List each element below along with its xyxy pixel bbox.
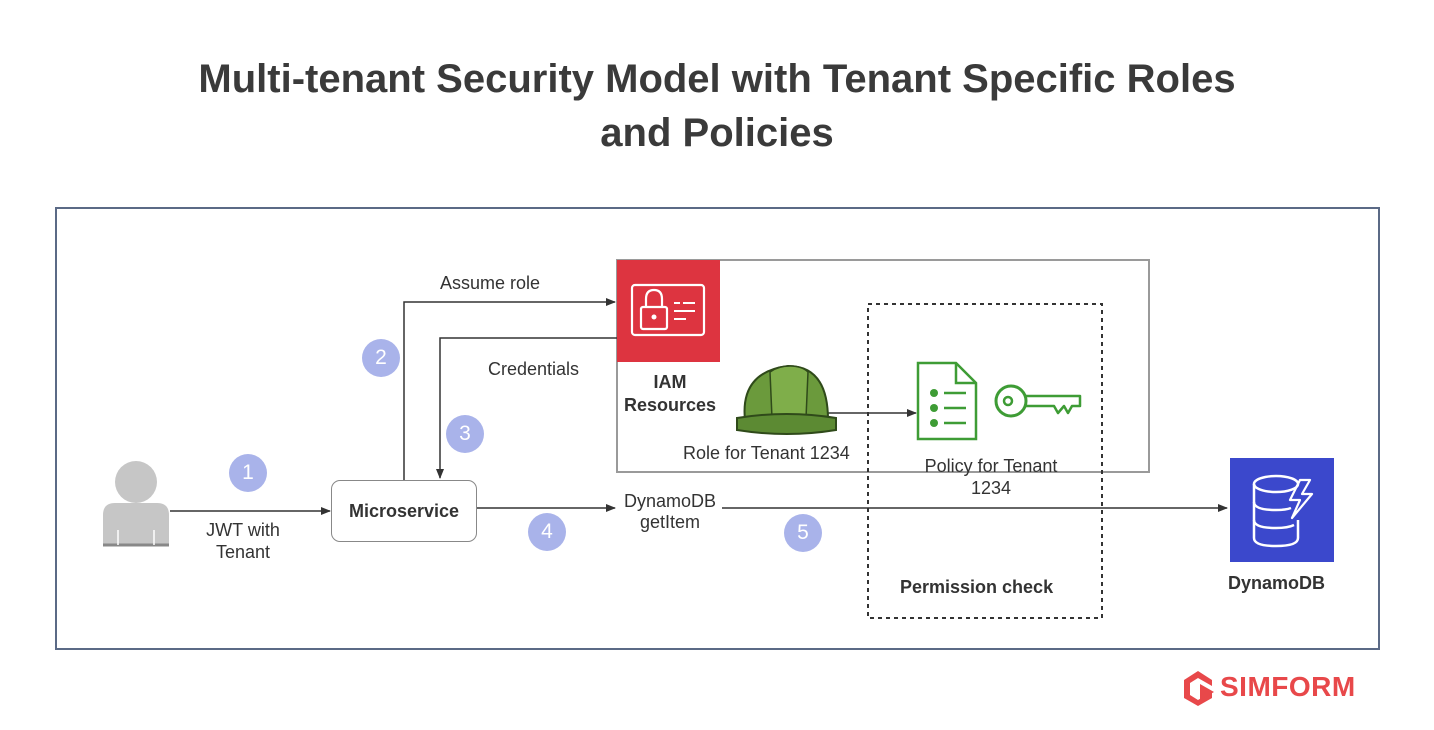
edge-assume-role xyxy=(403,298,616,480)
simform-logo: SIMFORM xyxy=(1182,668,1356,706)
step-badge-1: 1 xyxy=(229,454,267,492)
edge-credentials xyxy=(436,337,617,479)
dynamodb-icon xyxy=(1230,458,1334,562)
diagram-frame xyxy=(55,207,1380,650)
getitem-label: DynamoDB getItem xyxy=(614,491,726,533)
iam-resources-label: IAM Resources xyxy=(610,371,730,417)
policy-label: Policy for Tenant 1234 xyxy=(906,455,1076,499)
title-line-1: Multi-tenant Security Model with Tenant … xyxy=(198,57,1236,101)
permission-check-label: Permission check xyxy=(900,577,1054,597)
key-icon xyxy=(994,384,1082,418)
iam-container xyxy=(616,259,1150,473)
microservice-node: Microservice xyxy=(331,480,477,542)
getitem-label-line-2: getItem xyxy=(639,512,701,532)
title-line-2: and Policies xyxy=(600,111,834,155)
policy-label-line-2: 1234 xyxy=(970,478,1012,498)
step-badge-3: 3 xyxy=(446,415,484,453)
credentials-label: Credentials xyxy=(488,359,580,379)
iam-label-line-2: Resources xyxy=(623,395,717,415)
helmet-icon xyxy=(736,364,837,435)
iam-label-line-1: IAM xyxy=(653,372,687,392)
simform-wordmark: SIMFORM xyxy=(1220,671,1356,702)
policy-label-line-1: Policy for Tenant xyxy=(924,456,1058,476)
dynamodb-label: DynamoDB xyxy=(1228,573,1326,593)
jwt-label-line-1: JWT with xyxy=(206,520,280,540)
iam-icon xyxy=(617,260,720,362)
simform-logo-icon xyxy=(1184,671,1214,706)
getitem-label-line-1: DynamoDB xyxy=(623,491,717,511)
role-label: Role for Tenant 1234 xyxy=(683,443,850,463)
step-badge-2: 2 xyxy=(362,339,400,377)
step-badge-4: 4 xyxy=(528,513,566,551)
jwt-label: JWT with Tenant xyxy=(195,519,291,563)
user-icon xyxy=(103,461,169,547)
diagram-title: Multi-tenant Security Model with Tenant … xyxy=(0,52,1434,160)
assume-role-label: Assume role xyxy=(440,273,541,293)
step-badge-5: 5 xyxy=(784,514,822,552)
jwt-label-line-2: Tenant xyxy=(215,542,271,562)
policy-document-icon xyxy=(916,361,978,441)
permission-check-box xyxy=(867,303,1103,619)
